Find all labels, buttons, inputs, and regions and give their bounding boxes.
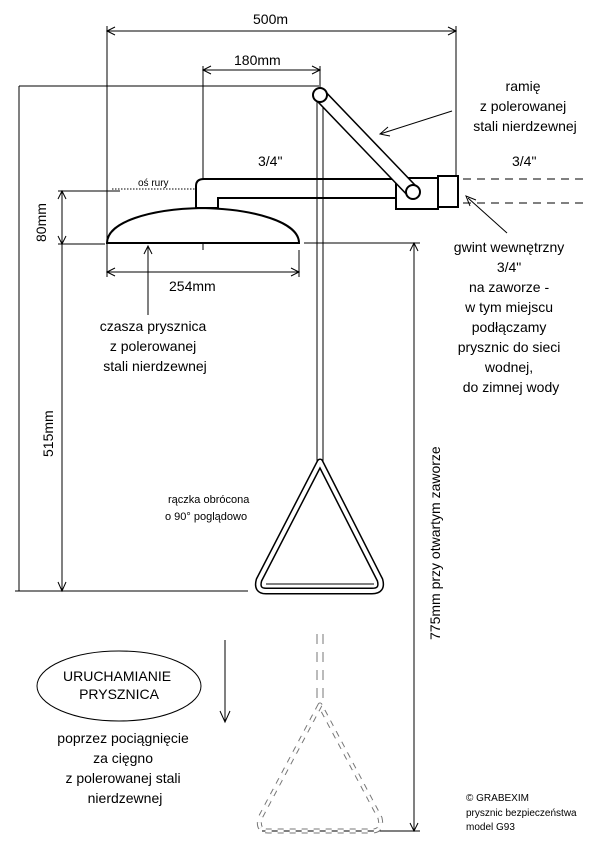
width-dimension-label: 500m [253, 11, 288, 27]
bowl-diameter-dimension [105, 250, 301, 277]
arm-label: ramię z polerowanej stali nierdzewnej [473, 78, 577, 134]
left-height-dimensions [15, 85, 319, 593]
bowl-diameter-label: 254mm [169, 278, 216, 294]
handle-height-label: 515mm [40, 410, 56, 457]
pipe-axis-label: oś rury [138, 178, 169, 189]
bowl-height-label: 80mm [33, 203, 49, 242]
triangle-handle-open-position [256, 634, 384, 834]
copyright-note: © GRABEXIM prysznic bezpieczeństwa model… [466, 793, 579, 833]
arm-offset-dimension [201, 65, 322, 196]
handle-rotation-note: rączka obrócona o 90° poglądowo [165, 494, 252, 523]
arm-offset-label: 180mm [234, 52, 281, 68]
thread-callout-leader [465, 195, 508, 234]
pull-down-arrow [219, 640, 231, 724]
width-dimension [105, 26, 458, 252]
horizontal-pipe [195, 178, 399, 209]
bowl-label: czasza prysznica z polerowanej stali nie… [100, 318, 210, 374]
pipe-size-left-label: 3/4" [258, 153, 282, 169]
arm-callout-leader [378, 110, 453, 137]
activation-ellipse [36, 650, 202, 722]
pipe-size-right-label: 3/4" [512, 153, 536, 169]
pull-rod [316, 97, 324, 462]
open-valve-label: 775mm przy otwartym zaworze [427, 446, 443, 640]
thread-label: gwint wewnętrzny 3/4" na zaworze - w tym… [454, 239, 568, 395]
activation-description: poprzez pociągnięcie za cięgno z polerow… [57, 730, 192, 806]
triangle-handle [254, 458, 385, 595]
lever-arm [312, 87, 421, 200]
shower-bowl [105, 206, 301, 244]
activation-title: URUCHAMIANIE PRYSZNICA [63, 668, 175, 702]
bowl-callout-leader [143, 244, 153, 315]
